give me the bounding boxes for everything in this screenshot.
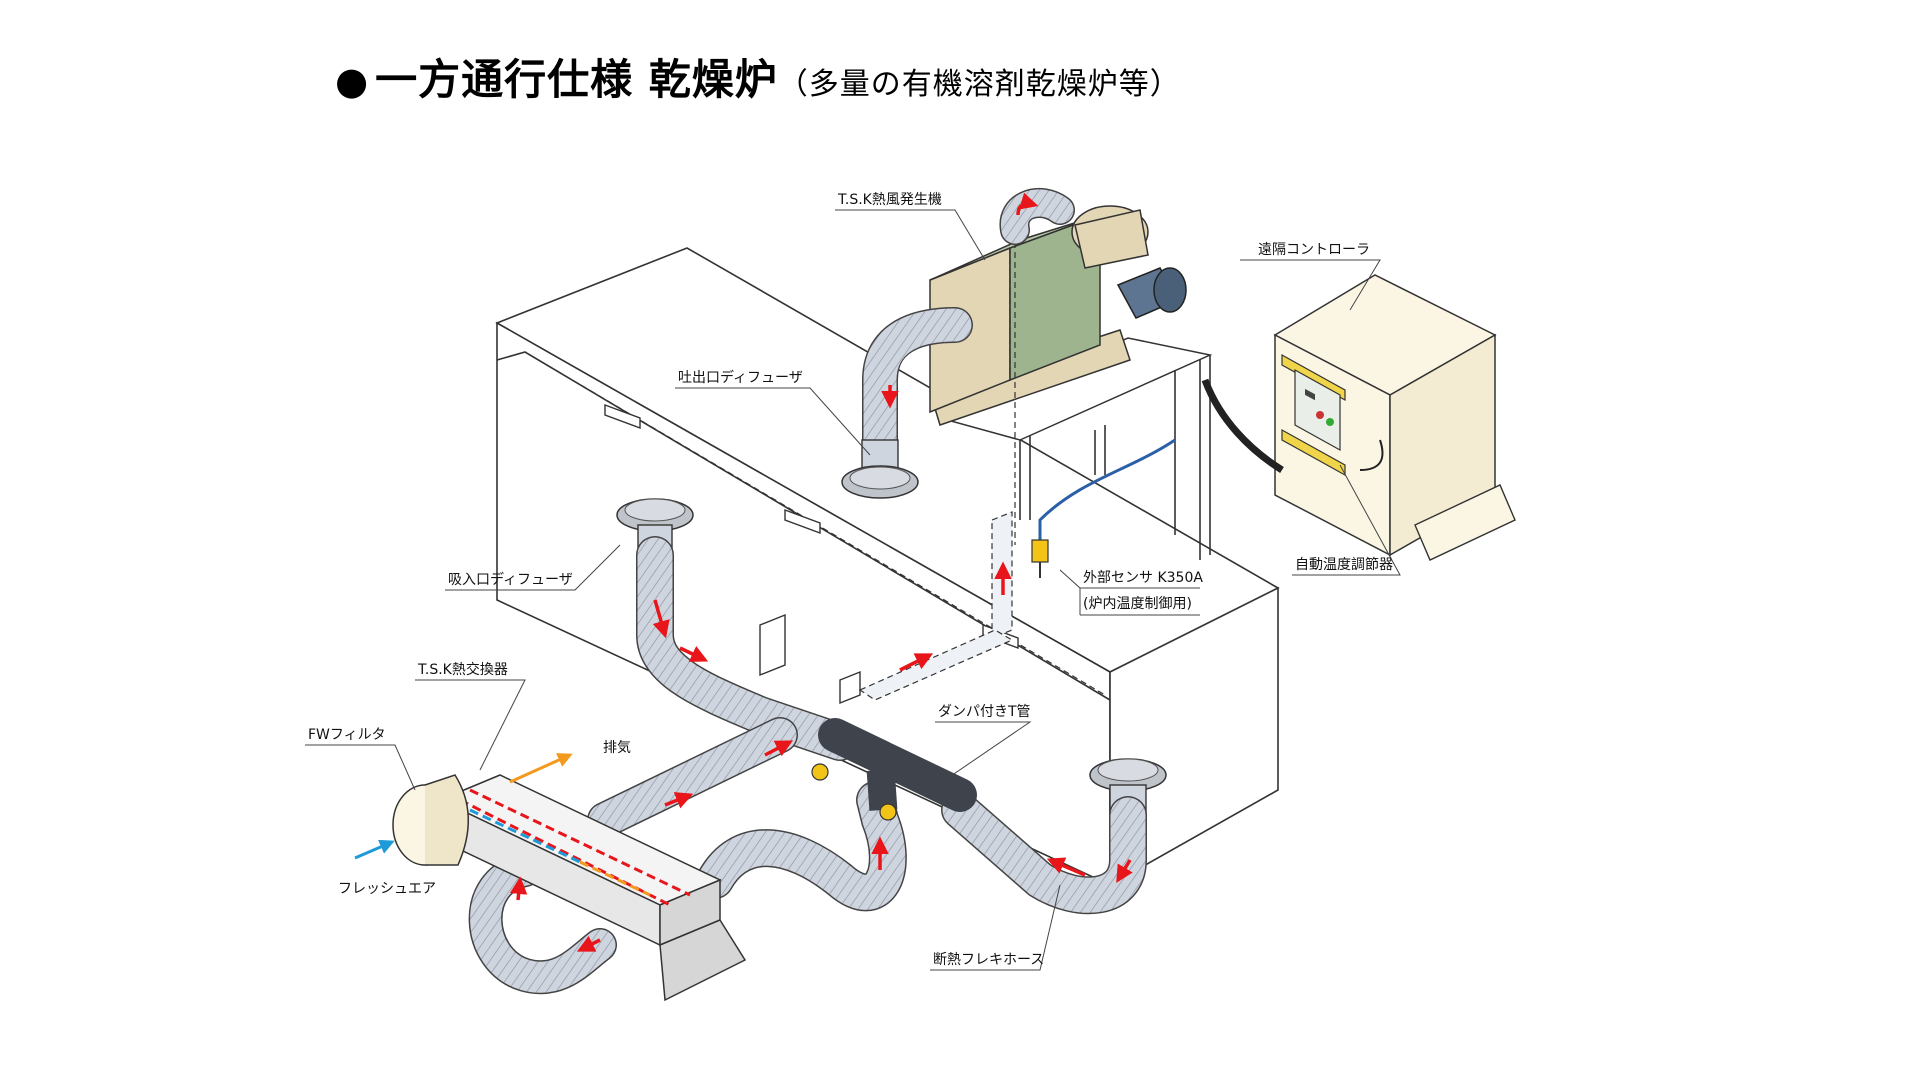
bullet-icon: ● xyxy=(335,59,370,103)
label-auto-temp-controller: 自動温度調節器 xyxy=(1295,556,1393,573)
label-outlet-diffuser: 吐出口ディフューザ xyxy=(678,369,803,386)
page-title: ●一方通行仕様 乾燥炉（多量の有機溶剤乾燥炉等） xyxy=(335,46,1181,107)
auto-temp-controller-panel xyxy=(1294,368,1341,452)
title-main: 一方通行仕様 乾燥炉 xyxy=(375,55,778,104)
label-damper-tee: ダンパ付きT管 xyxy=(938,704,1031,720)
external-sensor xyxy=(1031,438,1176,578)
label-fresh-air: フレッシュエア xyxy=(338,881,436,897)
flex-hose-middle xyxy=(696,781,907,912)
label-exhaust: 排気 xyxy=(603,740,631,756)
generator-stand xyxy=(937,337,1213,560)
label-inlet-diffuser: 吸入口ディフューザ xyxy=(448,571,573,588)
label-heat-exchanger: T.S.K熱交換器 xyxy=(417,661,508,678)
flex-hose-inlet xyxy=(636,536,859,761)
flex-hose-upper-return xyxy=(587,717,798,838)
title-sub: （多量の有機溶剤乾燥炉等） xyxy=(777,67,1181,102)
label-external-sensor-line1: 外部センサ K350A xyxy=(1083,570,1203,586)
flow-arrows xyxy=(509,192,1133,952)
exhaust-arrow xyxy=(509,753,573,784)
heat-exchanger xyxy=(438,774,747,1002)
outlet-diffuser xyxy=(841,465,919,499)
label-external-sensor-line2: (炉内温度制御用) xyxy=(1083,596,1192,612)
remote-controller xyxy=(1273,274,1516,561)
power-cable xyxy=(1201,378,1284,473)
label-fw-filter: FWフィルタ xyxy=(308,727,386,743)
blower-motor xyxy=(1116,267,1187,319)
leader-lines xyxy=(305,209,1401,971)
hot-air-generator xyxy=(929,205,1187,545)
internal-duct xyxy=(858,511,1014,701)
label-flex-hose: 断熱フレキホース xyxy=(933,952,1044,968)
damper-valve xyxy=(811,763,897,821)
label-remote-controller: 遠隔コントローラ xyxy=(1258,242,1370,258)
damper-tee-pipe xyxy=(811,718,977,821)
label-hot-air-generator: T.S.K熱風発生機 xyxy=(837,192,942,208)
flex-hose-left-loop xyxy=(468,853,617,995)
fresh-air-arrow xyxy=(354,839,395,860)
fw-filter xyxy=(392,774,469,866)
